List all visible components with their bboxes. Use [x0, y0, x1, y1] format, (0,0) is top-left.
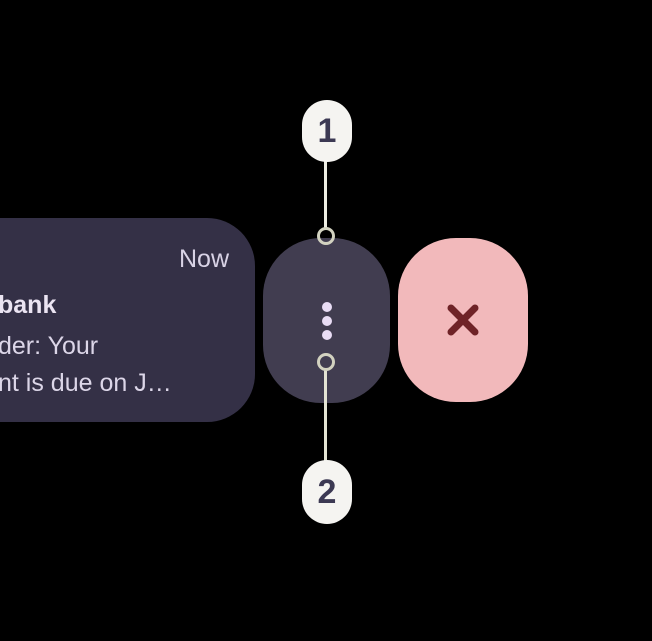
notification-app-title: bank — [0, 291, 57, 319]
notification-body-line-2: nt is due on J… — [0, 369, 172, 397]
callout-1-connector-line — [324, 161, 327, 228]
vertical-ellipsis-icon — [321, 301, 332, 340]
notification-body-line-1: der: Your — [0, 332, 99, 360]
callout-1-label: 1 — [317, 111, 337, 150]
notification-text-block: bank der: Your nt is due on J… — [0, 291, 172, 402]
ellipsis-dot — [321, 329, 332, 340]
callout-2-anchor-ring — [317, 353, 335, 371]
close-icon — [447, 304, 479, 336]
ellipsis-dot — [321, 315, 332, 326]
callout-2-connector-line — [324, 370, 327, 461]
callout-2-label: 2 — [317, 472, 337, 511]
ellipsis-dot — [321, 301, 332, 312]
dismiss-button[interactable] — [398, 238, 528, 402]
callout-1-anchor-ring — [317, 227, 335, 245]
notification-timestamp: Now — [178, 245, 229, 273]
callout-2-badge: 2 — [302, 460, 352, 524]
callout-1-badge: 1 — [302, 100, 352, 162]
notification-card[interactable]: Now bank der: Your nt is due on J… — [0, 218, 255, 422]
